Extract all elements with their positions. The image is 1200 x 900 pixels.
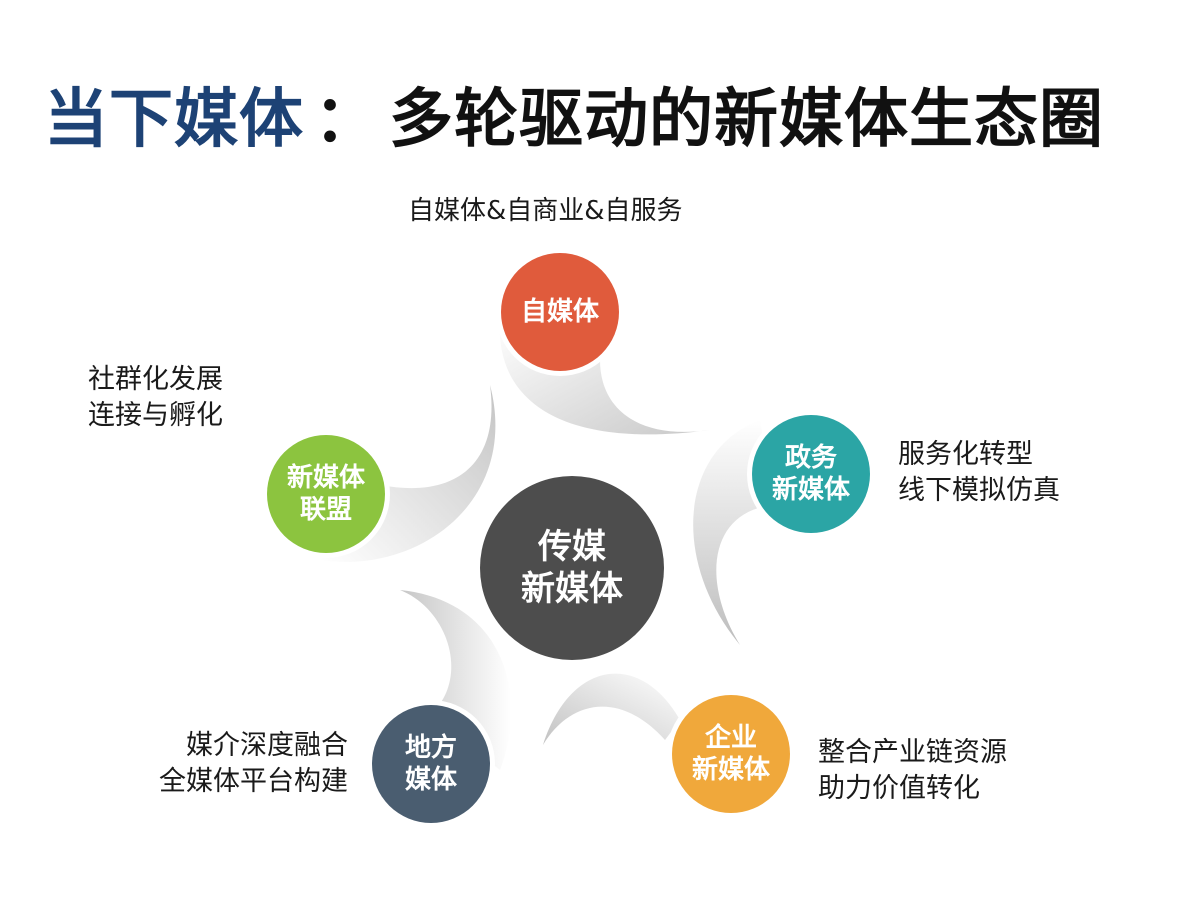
swoosh-bottom-left — [400, 590, 512, 770]
desc-line2: 线下模拟仿真 — [898, 475, 1060, 506]
desc-line1: 整合产业链资源 — [818, 737, 1007, 768]
node-alliance: 新媒体 联盟 — [267, 435, 385, 553]
title-main: 多轮驱动的新媒体生态圈 — [389, 83, 1104, 157]
node-label-line1: 企业 — [704, 722, 757, 753]
node-self-media: 自媒体 — [501, 253, 619, 371]
desc-line2: 连接与孵化 — [88, 400, 223, 431]
node-label-line2: 联盟 — [299, 495, 352, 525]
desc-local: 媒介深度融合 全媒体平台构建 — [136, 728, 348, 800]
desc-line1: 服务化转型 — [898, 439, 1033, 470]
desc-line1: 社群化发展 — [88, 364, 223, 395]
subtitle: 自媒体&自商业&自服务 — [408, 196, 683, 226]
node-label-line2: 新媒体 — [771, 475, 850, 505]
node-label-line2: 新媒体 — [691, 755, 770, 785]
node-label-line1: 新媒体 — [286, 462, 365, 493]
desc-line2: 全媒体平台构建 — [159, 766, 348, 797]
desc-gov: 服务化转型 线下模拟仿真 — [898, 437, 1060, 509]
title-highlight: 当下媒体 — [44, 83, 304, 157]
node-gov-media: 政务 新媒体 — [752, 415, 870, 533]
desc-line2: 助力价值转化 — [818, 773, 980, 804]
node-enterprise-media: 企业 新媒体 — [672, 695, 790, 813]
node-label-line1: 地方 — [404, 732, 457, 763]
node-label-line2: 媒体 — [404, 765, 457, 795]
title-colon: ： — [314, 83, 379, 157]
desc-alliance: 社群化发展 连接与孵化 — [88, 362, 223, 434]
node-label: 自媒体 — [520, 296, 599, 327]
page-title: 当下媒体：多轮驱动的新媒体生态圈 — [44, 80, 1104, 160]
center-label-line2: 新媒体 — [521, 569, 623, 609]
center-node: 传媒 新媒体 — [480, 476, 664, 660]
desc-enterprise: 整合产业链资源 助力价值转化 — [818, 735, 1007, 807]
desc-line1: 媒介深度融合 — [186, 730, 348, 761]
node-label-line1: 政务 — [784, 442, 837, 473]
node-local-media: 地方 媒体 — [372, 705, 490, 823]
swoosh-bottom-right — [543, 673, 680, 745]
center-label-line1: 传媒 — [538, 526, 606, 567]
